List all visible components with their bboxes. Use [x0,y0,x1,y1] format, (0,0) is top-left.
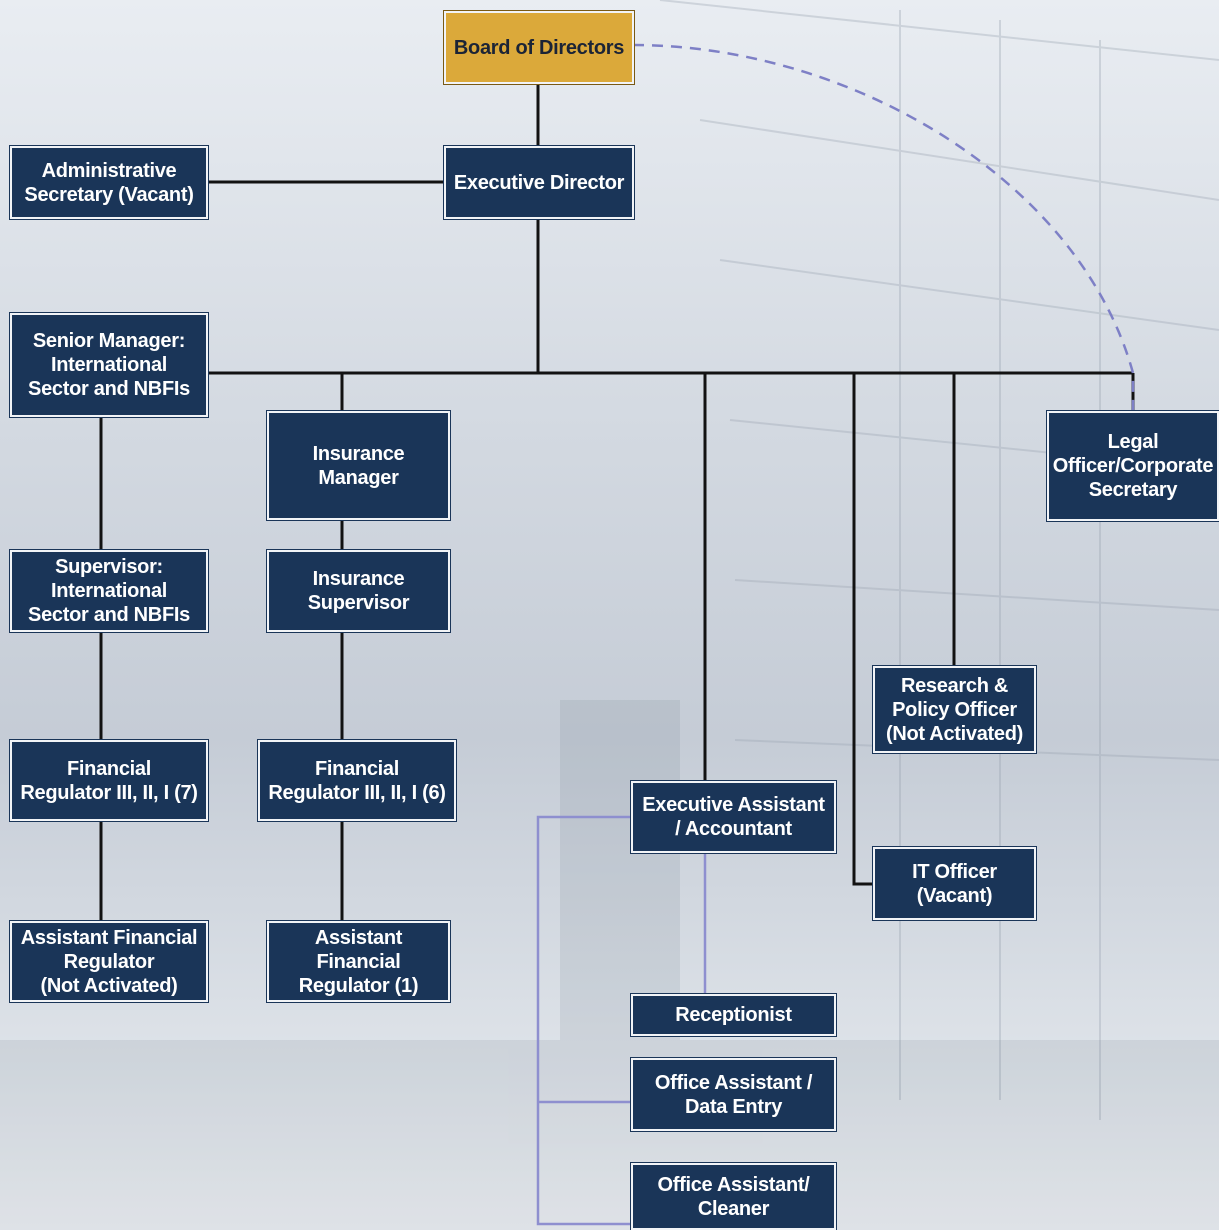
node-research-policy-officer: Research & Policy Officer (Not Activated… [873,666,1036,753]
node-insurance-supervisor: Insurance Supervisor [267,550,450,632]
node-supervisor-international: Supervisor: International Sector and NBF… [10,550,208,632]
node-financial-regulator-6: Financial Regulator III, II, I (6) [258,740,456,821]
dashed-link-board-legal [632,43,1135,411]
node-it-officer: IT Officer (Vacant) [873,847,1036,920]
link-exec-assistant-office-staff [536,815,631,1226]
node-executive-assistant: Executive Assistant / Accountant [631,781,836,853]
node-legal-officer: Legal Officer/Corporate Secretary [1047,411,1219,521]
node-board-of-directors: Board of Directors [444,11,634,84]
node-assistant-financial-regulator-1: Assistant Financial Regulator (1) [267,921,450,1002]
node-office-assistant-data-entry: Office Assistant / Data Entry [631,1058,836,1131]
node-administrative-secretary: Administrative Secretary (Vacant) [10,146,208,219]
node-financial-regulator-7: Financial Regulator III, II, I (7) [10,740,208,821]
node-receptionist: Receptionist [631,994,836,1036]
node-senior-manager: Senior Manager: International Sector and… [10,313,208,417]
node-assistant-financial-regulator-not-activated: Assistant Financial Regulator (Not Activ… [10,921,208,1002]
node-office-assistant-cleaner: Office Assistant/ Cleaner [631,1163,836,1230]
node-executive-director: Executive Director [444,146,634,219]
link-bus-it-officer [852,373,873,886]
node-insurance-manager: Insurance Manager [267,411,450,520]
